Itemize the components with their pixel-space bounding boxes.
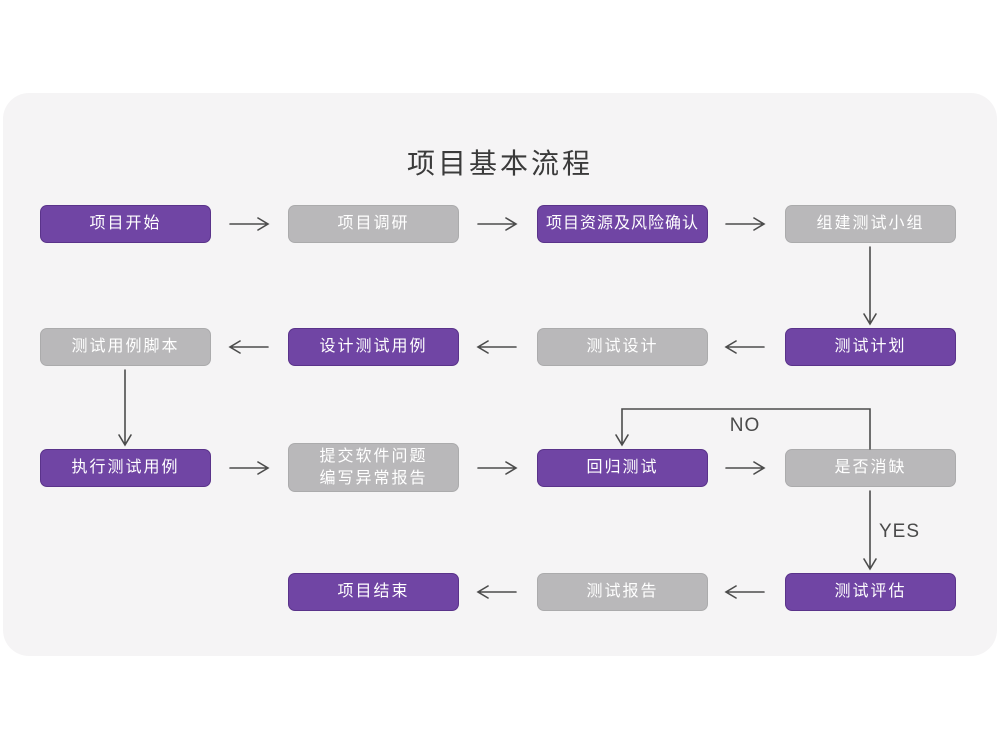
node-regression-test: 回归测试 bbox=[537, 449, 708, 487]
node-test-report: 测试报告 bbox=[537, 573, 708, 611]
flowchart-card bbox=[3, 93, 997, 656]
node-test-plan: 测试计划 bbox=[785, 328, 956, 366]
node-label: 项目开始 bbox=[89, 215, 162, 232]
node-label: 设计测试用例 bbox=[319, 338, 428, 355]
node-defect-cleared: 是否消缺 bbox=[785, 449, 956, 487]
node-label: 项目资源及风险确认 bbox=[545, 215, 699, 232]
node-design-test-cases: 设计测试用例 bbox=[288, 328, 459, 366]
node-run-test-cases: 执行测试用例 bbox=[40, 449, 211, 487]
node-label: 测试设计 bbox=[586, 338, 659, 355]
node-label: 测试用例脚本 bbox=[71, 338, 180, 355]
edge-label-no: NO bbox=[729, 415, 761, 436]
node-resource-risk-confirm: 项目资源及风险确认 bbox=[537, 205, 708, 243]
node-label: 测试报告 bbox=[586, 583, 659, 600]
node-test-design: 测试设计 bbox=[537, 328, 708, 366]
node-label-line1: 提交软件问题 bbox=[319, 447, 428, 465]
node-label: 是否消缺 bbox=[834, 459, 907, 476]
node-test-evaluation: 测试评估 bbox=[785, 573, 956, 611]
node-label: 执行测试用例 bbox=[71, 459, 180, 476]
node-project-start: 项目开始 bbox=[40, 205, 211, 243]
node-submit-issue-report: 提交软件问题 编写异常报告 bbox=[288, 443, 459, 492]
node-label: 项目结束 bbox=[337, 583, 410, 600]
node-label: 测试评估 bbox=[834, 583, 907, 600]
node-test-case-script: 测试用例脚本 bbox=[40, 328, 211, 366]
node-label: 回归测试 bbox=[586, 459, 659, 476]
edge-label-yes: YES bbox=[879, 521, 921, 542]
node-project-research: 项目调研 bbox=[288, 205, 459, 243]
node-label: 组建测试小组 bbox=[816, 215, 925, 232]
page-title: 项目基本流程 bbox=[406, 148, 593, 179]
node-label-line2: 编写异常报告 bbox=[319, 469, 428, 487]
node-label: 项目调研 bbox=[337, 215, 410, 232]
node-project-end: 项目结束 bbox=[288, 573, 459, 611]
node-build-test-team: 组建测试小组 bbox=[785, 205, 956, 243]
node-label: 测试计划 bbox=[834, 338, 907, 355]
